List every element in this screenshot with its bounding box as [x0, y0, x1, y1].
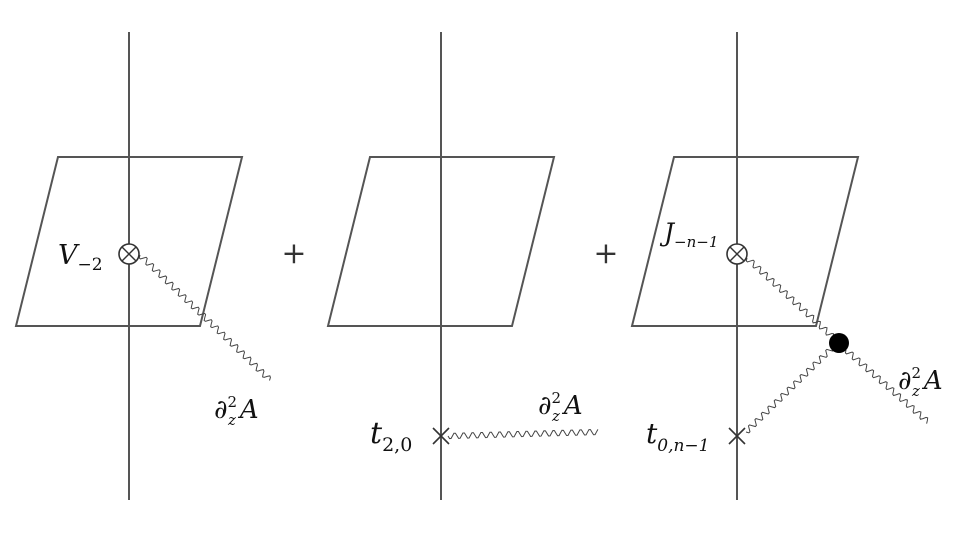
insertion-label-3: J−n−1 — [659, 218, 718, 251]
insertion-subscript: −n−1 — [674, 233, 718, 251]
field-sub: z — [227, 411, 236, 429]
insertion-symbol: J — [659, 218, 676, 247]
plane-1 — [14, 156, 244, 327]
wavy-propagator-2 — [447, 429, 599, 440]
field-name: A — [922, 366, 943, 396]
wavy-propagator-3b — [745, 343, 835, 434]
source-symbol: t — [370, 416, 383, 451]
field-name: A — [562, 391, 583, 421]
field-sub: z — [551, 407, 560, 425]
wavy-propagator-1 — [138, 254, 271, 381]
cross-icon — [432, 427, 450, 445]
filled-dot-icon — [829, 333, 849, 353]
field-sup: 2 — [911, 364, 921, 382]
source-symbol: t — [646, 417, 658, 450]
insertion-symbol: V — [58, 240, 80, 271]
field-name: A — [238, 395, 259, 425]
field-sup: 2 — [551, 389, 561, 407]
field-sub: z — [911, 382, 920, 400]
plane-3 — [630, 156, 860, 327]
field-partial: ∂ — [898, 366, 911, 396]
plane-2 — [326, 156, 556, 327]
source-subscript: 0,n−1 — [657, 436, 709, 456]
field-partial: ∂ — [214, 395, 227, 425]
field-partial: ∂ — [538, 391, 551, 421]
source-subscript: 2,0 — [382, 434, 412, 456]
field-sup: 2 — [227, 393, 237, 411]
otimes-icon — [726, 243, 748, 265]
insertion-subscript: −2 — [78, 255, 103, 275]
otimes-icon — [118, 243, 140, 265]
source-label-2: t2,0 — [370, 416, 412, 456]
wavy-propagator-3a — [745, 257, 836, 342]
wavy-propagator-3c — [844, 349, 929, 424]
source-label-3: t0,n−1 — [646, 417, 710, 456]
insertion-label-1: V−2 — [58, 240, 103, 275]
plus-operator-1: + — [281, 236, 306, 271]
cross-icon — [728, 427, 746, 445]
plus-operator-2: + — [593, 236, 618, 271]
